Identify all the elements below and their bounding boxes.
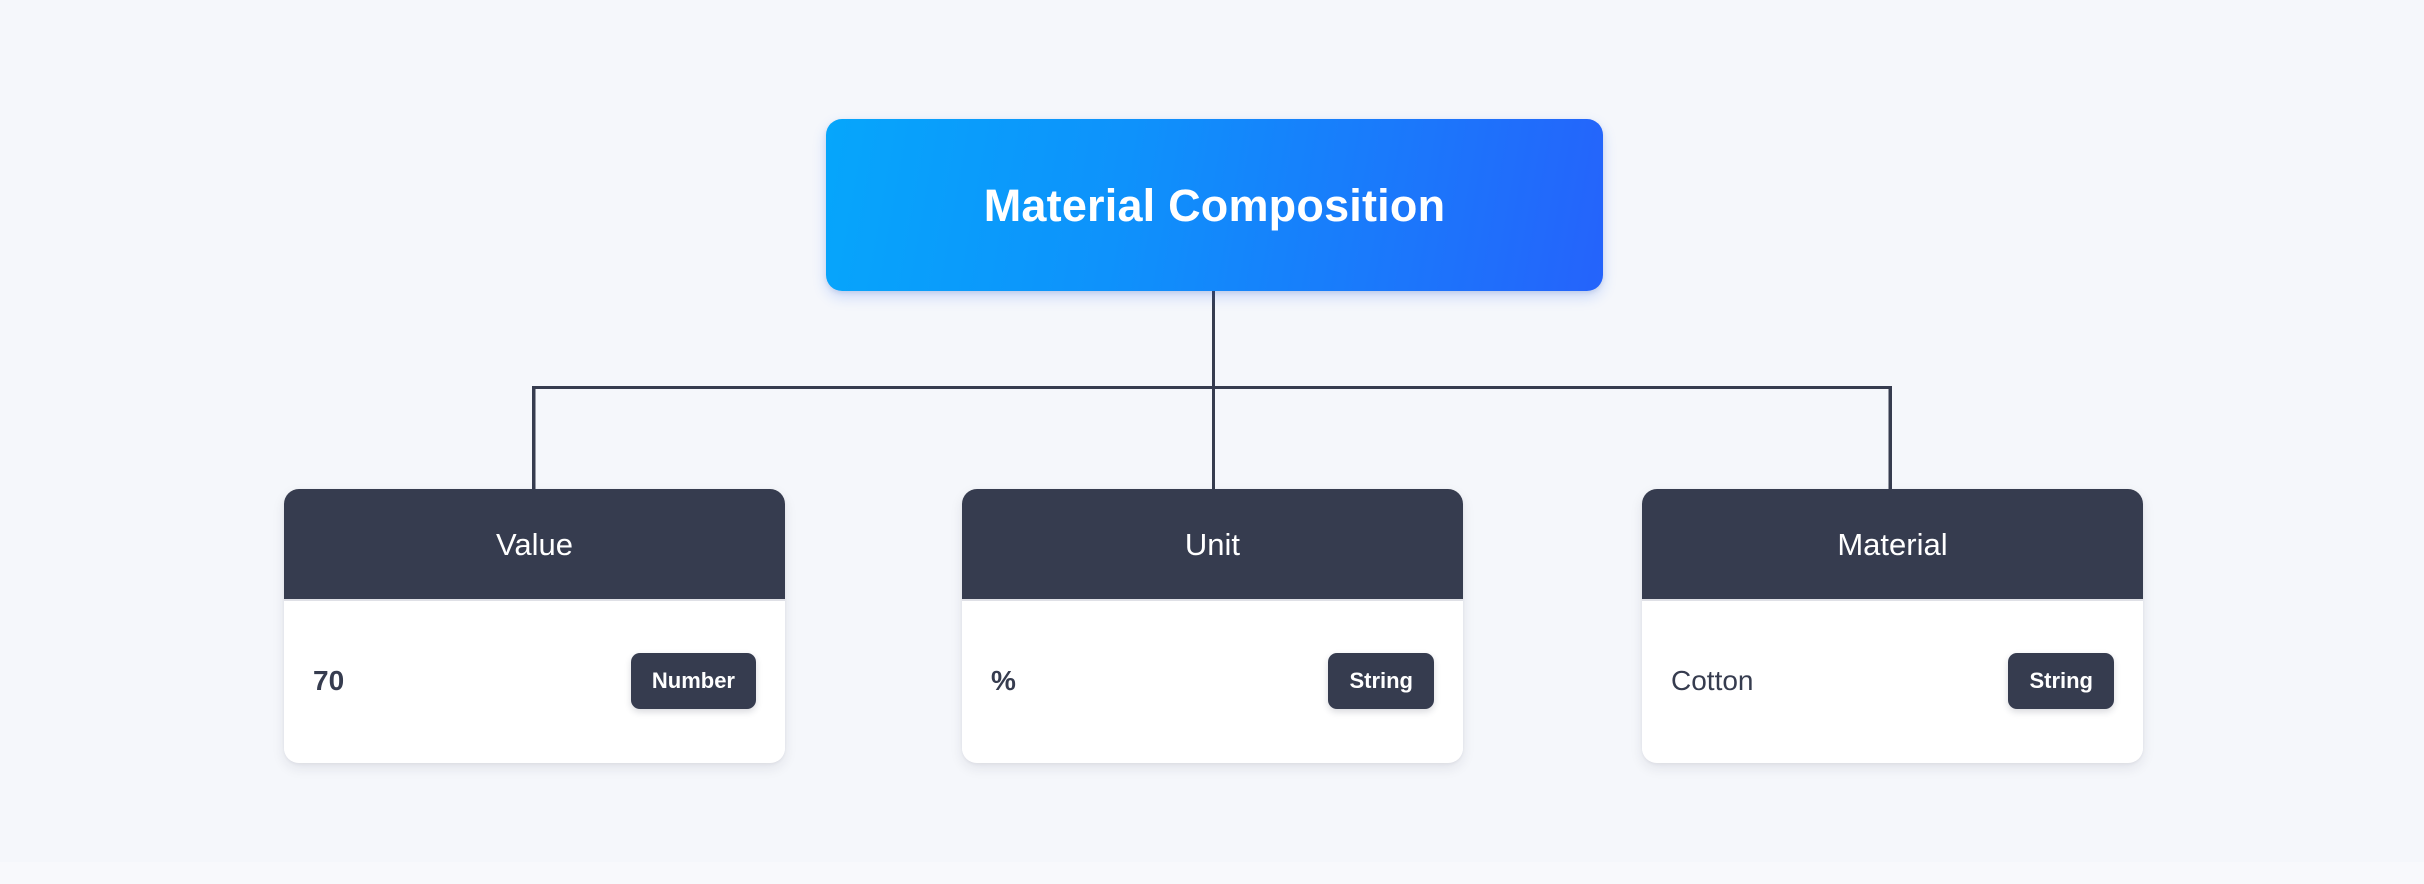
child-card-unit[interactable]: Unit % String [962, 489, 1463, 763]
type-badge[interactable]: Number [630, 653, 756, 709]
canvas-bottom-band [0, 862, 2424, 884]
card-value-text: % [991, 665, 1016, 696]
card-body-material: Cotton String [1642, 601, 2143, 761]
type-badge[interactable]: String [1328, 653, 1434, 709]
card-header-material: Material [1642, 489, 2143, 601]
card-title: Unit [1184, 526, 1241, 562]
card-value-text: Cotton [1671, 665, 1754, 696]
root-node[interactable]: Material Composition [826, 119, 1603, 291]
card-title: Material [1837, 526, 1948, 562]
child-card-value[interactable]: Value 70 Number [284, 489, 785, 763]
card-value-text: 70 [313, 665, 345, 696]
card-header-unit: Unit [962, 489, 1463, 601]
card-header-value: Value [284, 489, 785, 601]
card-body-value: 70 Number [284, 601, 785, 761]
card-body-unit: % String [962, 601, 1463, 761]
child-card-material[interactable]: Material Cotton String [1642, 489, 2143, 763]
card-title: Value [496, 526, 573, 562]
root-node-label: Material Composition [983, 179, 1446, 231]
type-badge[interactable]: String [2008, 653, 2114, 709]
